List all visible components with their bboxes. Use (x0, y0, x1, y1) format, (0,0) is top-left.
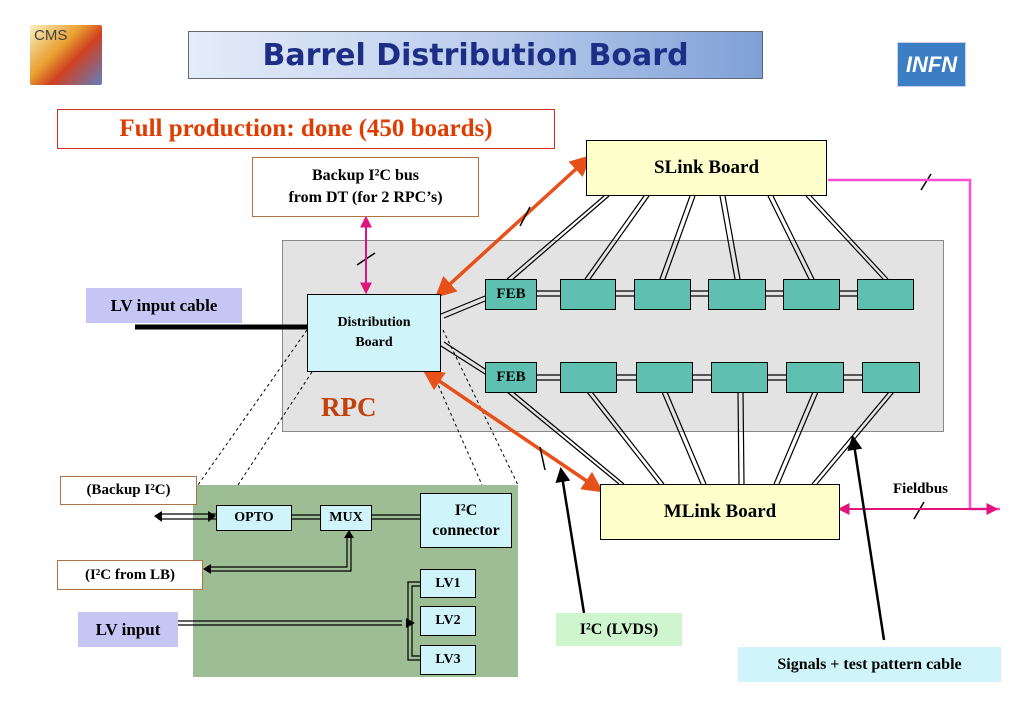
front-end-board (711, 362, 768, 393)
infn-logo: INFN (897, 42, 966, 87)
backup-i2c-label: (Backup I²C) (60, 476, 197, 505)
lv1-box: LV1 (420, 569, 476, 598)
front-end-board (783, 279, 840, 310)
front-end-board (857, 279, 914, 310)
fieldbus-label: Fieldbus (893, 481, 949, 497)
front-end-board (560, 279, 616, 310)
i2c-lvds-text: I²C (LVDS) (579, 620, 659, 638)
lv2-label: LV2 (435, 613, 461, 628)
infn-logo-text: INFN (905, 51, 958, 77)
front-end-board (708, 279, 766, 310)
distribution-board-line2: Board (355, 335, 393, 350)
feb-box: FEB (485, 279, 537, 310)
lv3-box: LV3 (420, 645, 476, 675)
i2c-connector-line1: I²C (454, 501, 478, 519)
front-end-board (786, 362, 844, 393)
feb-box: FEB (485, 362, 537, 393)
mlink-board-label: MLink Board (663, 501, 777, 522)
feb-label: FEB (496, 369, 526, 385)
backup-i2c-text: (Backup I²C) (86, 482, 171, 498)
lv-input-cable-text: LV input cable (110, 295, 218, 315)
backup-bus-line1: Backup I²C bus (311, 167, 420, 184)
distribution-board: Distribution Board (307, 294, 441, 372)
page-title: Barrel Distribution Board (188, 31, 763, 79)
backup-i2c-bus-label: Backup I²C bus from DT (for 2 RPC’s) (252, 157, 479, 217)
slink-board: SLink Board (586, 140, 827, 196)
rpc-label: RPC (321, 392, 377, 422)
lv-input-cable-label: LV input cable (86, 288, 242, 323)
feb-label: FEB (496, 286, 526, 302)
front-end-board (636, 362, 693, 393)
mlink-board: MLink Board (600, 484, 840, 540)
front-end-board (862, 362, 920, 393)
slink-board-label: SLink Board (653, 157, 760, 178)
cms-logo-text: CMS (34, 27, 68, 44)
backup-bus-line2: from DT (for 2 RPC’s) (288, 189, 443, 206)
production-summary-text: Full production: done (450 boards) (119, 115, 493, 142)
lv-input-text: LV input (95, 619, 161, 639)
i2c-from-lb-label: (I²C from LB) (57, 560, 203, 590)
i2c-from-lb-text: (I²C from LB) (84, 566, 176, 583)
i2c-lvds-label: I²C (LVDS) (556, 613, 682, 646)
mux-box: MUX (320, 505, 372, 531)
lv3-label: LV3 (435, 652, 461, 667)
distribution-board-line1: Distribution (337, 315, 411, 330)
cms-logo: CMS (30, 25, 102, 85)
signals-cable-text: Signals + test pattern cable (777, 655, 962, 673)
page-title-text: Barrel Distribution Board (262, 37, 689, 73)
signals-cable-label: Signals + test pattern cable (738, 647, 1001, 682)
i2c-connector-box: I²C connector (420, 493, 512, 548)
mux-label: MUX (329, 510, 363, 525)
front-end-board (634, 279, 691, 310)
front-end-board (560, 362, 617, 393)
opto-box: OPTO (216, 505, 292, 531)
production-summary: Full production: done (450 boards) (57, 109, 555, 149)
lv-input-label: LV input (78, 612, 178, 647)
lv1-label: LV1 (435, 575, 461, 591)
lv2-box: LV2 (420, 606, 476, 636)
i2c-connector-line2: connector (432, 521, 500, 539)
opto-label: OPTO (234, 510, 274, 525)
